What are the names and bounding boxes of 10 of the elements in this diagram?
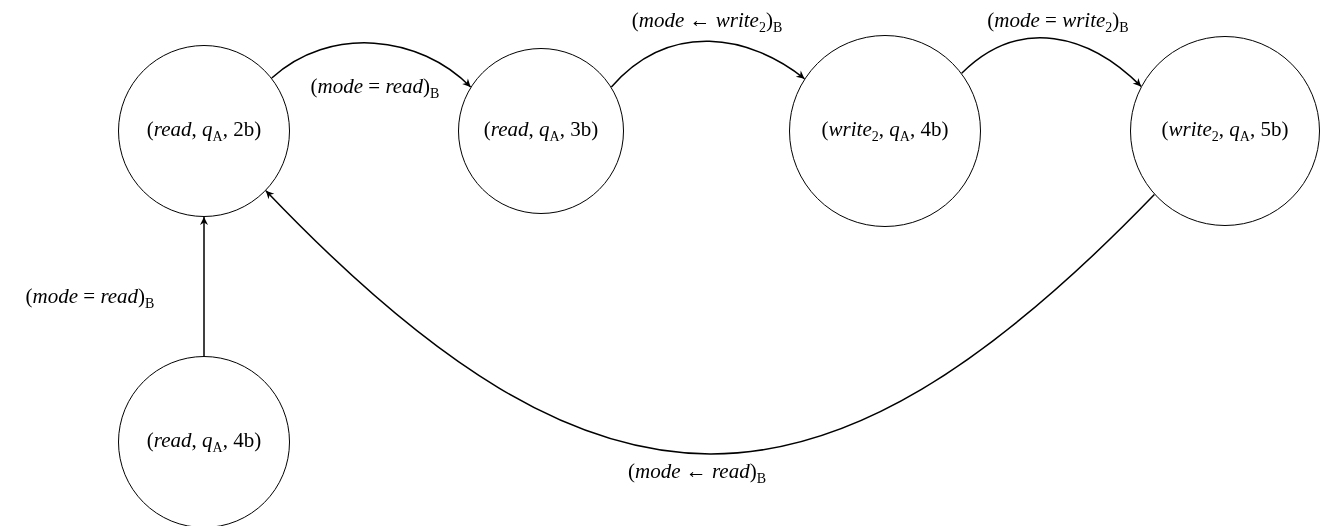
arrow (960, 37, 1142, 88)
state-label: (read, q$_{A}$, 4b) (146, 427, 262, 457)
arrow (271, 42, 472, 88)
state-label: (write$_{2}$, q$_{A}$, 5b) (1161, 116, 1289, 146)
state-label: (write$_{2}$, q$_{A}$, 4b) (821, 116, 949, 146)
arrow (610, 40, 806, 88)
arrow (200, 216, 208, 357)
state-label: (read, q$_{A}$, 2b) (146, 116, 262, 146)
state-label: (read, q$_{A}$, 3b) (483, 116, 599, 146)
arrow (265, 190, 1156, 455)
